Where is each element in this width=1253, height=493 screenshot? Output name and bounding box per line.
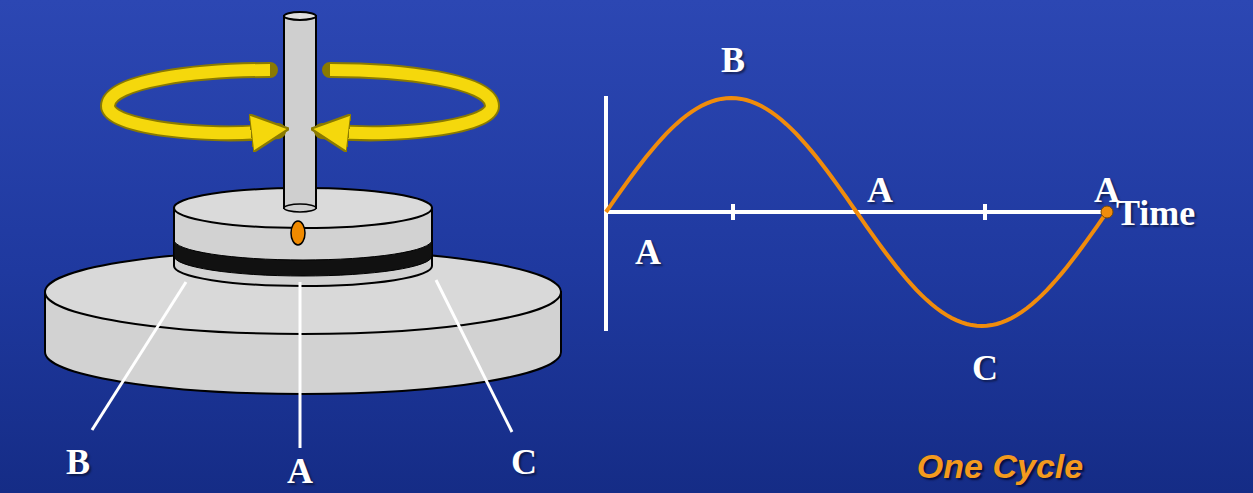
cycle-caption: One Cycle	[917, 449, 1083, 483]
rotor-marker	[291, 221, 305, 245]
leader-lines	[92, 280, 512, 448]
graph-axes	[606, 96, 1104, 331]
wave-point-label: B	[721, 42, 745, 78]
wave-point-label: A	[635, 234, 661, 270]
sine-wave	[606, 98, 1113, 326]
wave-point-label: A	[867, 172, 893, 208]
part-label: C	[511, 444, 537, 480]
sine-curve	[606, 98, 1107, 326]
shaft	[284, 12, 316, 212]
part-label: B	[66, 444, 90, 480]
rotation-arrow	[108, 70, 492, 133]
part-label: A	[287, 453, 313, 489]
axis-label: Time	[1116, 195, 1195, 231]
wave-point-label: C	[972, 350, 998, 386]
